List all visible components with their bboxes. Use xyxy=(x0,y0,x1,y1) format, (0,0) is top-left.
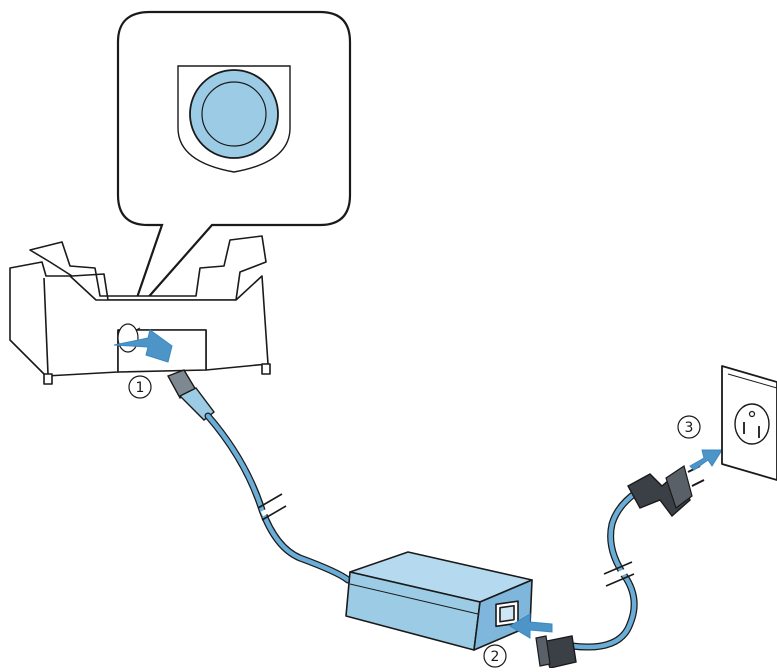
power-cord-icon xyxy=(535,465,705,669)
insert-arrow-icon xyxy=(509,613,553,639)
charging-cradle-icon xyxy=(9,235,271,385)
insert-arrow-icon xyxy=(689,449,723,471)
insert-arrow-icon xyxy=(113,329,173,363)
svg-text:1: 1 xyxy=(136,380,145,396)
step-1-label: 1 xyxy=(128,375,152,399)
wall-outlet-icon xyxy=(721,365,777,481)
step-3-label: 3 xyxy=(677,415,701,439)
dc-cable xyxy=(166,369,352,584)
svg-text:2: 2 xyxy=(491,649,500,665)
callout-power-jack-icon xyxy=(116,10,352,319)
step-2-label: 2 xyxy=(483,644,507,668)
svg-text:3: 3 xyxy=(685,420,694,436)
ac-adapter-icon xyxy=(345,551,533,651)
